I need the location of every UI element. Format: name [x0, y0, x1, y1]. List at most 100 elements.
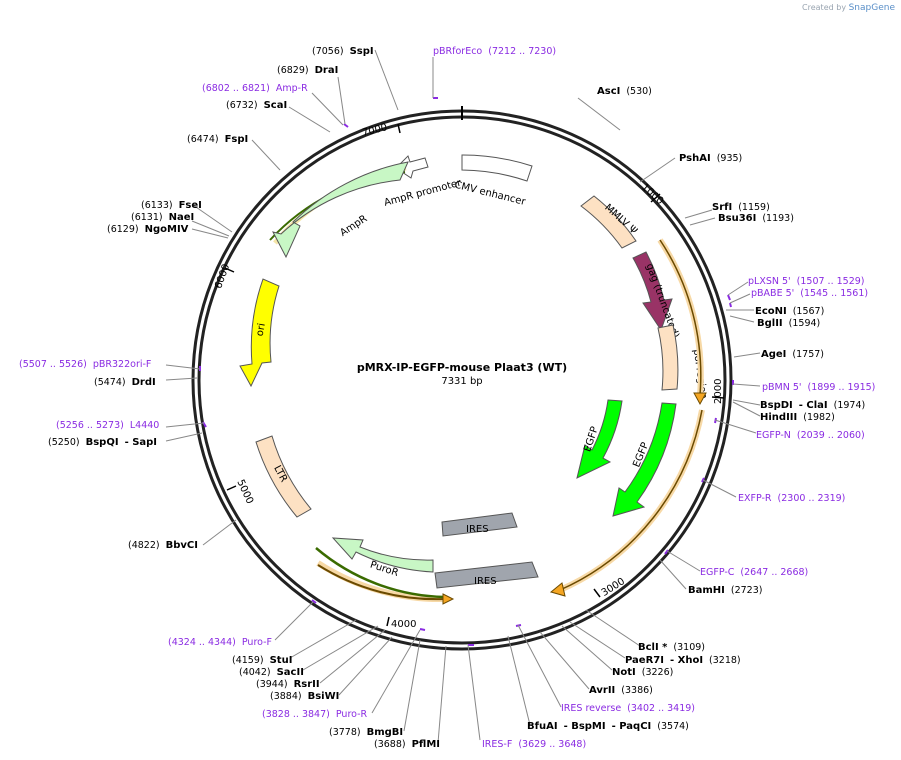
primer-text: (2647 .. 2668): [740, 567, 808, 578]
site-position: (6732): [226, 100, 258, 111]
primer-text: IRES-F: [482, 739, 512, 750]
tick-2000: 2000: [711, 379, 725, 404]
site-label-exfpr[interactable]: EXFP-R(2300 .. 2319): [738, 493, 845, 504]
site-position: (6474): [187, 134, 219, 145]
site-label-pbr322orif[interactable]: (5507 .. 5526)pBR322ori-F: [19, 359, 151, 370]
site-label-avrii[interactable]: AvrII(3386): [589, 685, 653, 696]
site-label-bsiwi[interactable]: (3884) BsiWI: [270, 691, 339, 702]
site-label-purof[interactable]: (4324 .. 4344)Puro-F: [168, 637, 272, 648]
primer-text: EGFP-N: [756, 430, 791, 441]
site-label-fsei[interactable]: (6133)FseI: [141, 200, 202, 211]
site-position: (4042): [239, 667, 271, 678]
site-label-noti[interactable]: NotI(3226): [612, 667, 673, 678]
enzyme-name: BfuAI: [527, 721, 558, 732]
site-label-pbmn5[interactable]: pBMN 5'(1899 .. 1915): [762, 382, 875, 393]
site-label-econi[interactable]: EcoNI(1567): [755, 306, 824, 317]
enzyme-name: BclI *: [638, 642, 668, 653]
site-position: (4159): [232, 655, 264, 666]
site-label-drai[interactable]: (6829) DraI: [277, 65, 338, 76]
site-position: (3944): [256, 679, 288, 690]
leader-lines: [165, 49, 761, 744]
site-label-pbrforeco[interactable]: pBRforEco(7212 .. 7230): [433, 46, 556, 57]
ires-feature-1[interactable]: [441, 512, 518, 537]
egfp-feature-1[interactable]: [576, 399, 623, 479]
site-label-egfpn[interactable]: EGFP-N(2039 .. 2060): [756, 430, 865, 441]
site-label-bcli[interactable]: BclI *(3109): [638, 642, 705, 653]
site-label-puror[interactable]: (3828 .. 3847)Puro-R: [262, 709, 368, 720]
site-label-l4440[interactable]: (5256 .. 5273)L4440: [56, 420, 159, 431]
site-label-bsu36i[interactable]: Bsu36I (1193): [718, 213, 794, 224]
enzyme-name: SrfI: [712, 202, 732, 213]
site-position: (6129): [107, 224, 139, 235]
site-label-agei[interactable]: AgeI(1757): [761, 349, 824, 360]
ori-feature[interactable]: [239, 278, 280, 388]
gag-feature[interactable]: [632, 251, 673, 332]
ampr-label: AmpR: [338, 213, 369, 239]
site-label-bamhi[interactable]: BamHI(2723): [688, 585, 762, 596]
site-label-bfuai[interactable]: BfuAI- BspMI- PaqCI(3574): [527, 721, 689, 732]
site-label-scai[interactable]: (6732)ScaI: [226, 100, 287, 111]
enzyme-name: BamHI: [688, 585, 725, 596]
enzyme-name: BmgBI: [367, 727, 404, 738]
site-label-pflmi[interactable]: (3688)PflMI: [374, 739, 440, 750]
puror-orf-green: [315, 547, 446, 599]
tick-4000: 4000: [386, 616, 416, 630]
site-label-bspdi[interactable]: BspDI- ClaI(1974): [760, 400, 865, 411]
site-label-rsrii[interactable]: (3944)RsrII: [256, 679, 320, 690]
ltr-feature[interactable]: [255, 435, 312, 518]
primer-text: (1545 .. 1561): [800, 288, 868, 299]
ires-feature-2[interactable]: [434, 561, 539, 589]
cmv-enhancer-feature[interactable]: [461, 154, 533, 182]
enzyme-name: DraI: [315, 65, 339, 76]
ires-label-2: IRES: [474, 576, 497, 587]
site-label-bspqi[interactable]: (5250)BspQI- SapI: [48, 437, 157, 448]
site-label-ngomiv[interactable]: (6129)NgoMIV: [107, 224, 189, 235]
primer-text: (5256 .. 5273): [56, 420, 124, 431]
enzyme-name: Bsu36I: [718, 213, 756, 224]
site-label-bbvci[interactable]: (4822)BbvCI: [128, 540, 198, 551]
site-position: (530): [626, 86, 652, 97]
site-position: (1193): [762, 213, 794, 224]
site-label-pbabe5[interactable]: pBABE 5' (1545 .. 1561): [751, 288, 868, 299]
site-label-asci[interactable]: AscI(530): [597, 86, 652, 97]
site-label-stui[interactable]: (4159)StuI: [232, 655, 292, 666]
site-position: (3226): [642, 667, 674, 678]
ampr-feature[interactable]: [272, 161, 409, 259]
site-label-sspi[interactable]: (7056)SspI: [312, 46, 374, 57]
enzyme-name: - PaqCI: [612, 721, 652, 732]
site-label-bmgbi[interactable]: (3778)BmgBI: [329, 727, 403, 738]
site-position: (6829): [277, 65, 309, 76]
site-label-sacii[interactable]: (4042)SacII: [239, 667, 304, 678]
svg-text:2000: 2000: [713, 379, 724, 404]
primer-text: (2300 .. 2319): [778, 493, 846, 504]
mmlv-psi-feature[interactable]: [580, 195, 637, 249]
site-label-plxsn5[interactable]: pLXSN 5'(1507 .. 1529): [748, 276, 865, 287]
site-label-fspi[interactable]: (6474)FspI: [187, 134, 248, 145]
primer-text: (6802 .. 6821): [202, 83, 270, 94]
site-label-bglii[interactable]: BglII(1594): [757, 318, 820, 329]
site-label-iresf[interactable]: IRES-F(3629 .. 3648): [482, 739, 586, 750]
plasmid-length: 7331 bp: [441, 376, 482, 387]
enzyme-name: BglII: [757, 318, 783, 329]
enzyme-name: BsiWI: [308, 691, 340, 702]
site-label-ampr[interactable]: (6802 .. 6821)Amp-R: [202, 83, 308, 94]
primer-text: (3828 .. 3847): [262, 709, 330, 720]
primer-text: pBABE 5': [751, 288, 794, 299]
site-position: (1974): [834, 400, 866, 411]
site-label-hindiii[interactable]: HindIII(1982): [760, 412, 835, 423]
site-label-srfi[interactable]: SrfI(1159): [712, 202, 770, 213]
site-label-drdi[interactable]: (5474)DrdI: [94, 377, 156, 388]
site-label-egfpc[interactable]: EGFP-C(2647 .. 2668): [700, 567, 808, 578]
primer-text: (1507 .. 1529): [797, 276, 865, 287]
egfp-feature-2[interactable]: [612, 402, 677, 517]
site-label-pshai[interactable]: PshAI(935): [679, 153, 742, 164]
primer-text: pBRforEco: [433, 46, 482, 57]
pol-region-feature[interactable]: [657, 324, 679, 391]
site-label-iresrev[interactable]: IRES reverse(3402 .. 3419): [561, 703, 695, 714]
site-label-paer7i[interactable]: PaeR7I- XhoI(3218): [625, 655, 741, 666]
site-position: (6131): [131, 212, 163, 223]
site-label-naei[interactable]: (6131)NaeI: [131, 212, 194, 223]
site-position: (3884): [270, 691, 302, 702]
puror-feature[interactable]: [331, 537, 434, 573]
